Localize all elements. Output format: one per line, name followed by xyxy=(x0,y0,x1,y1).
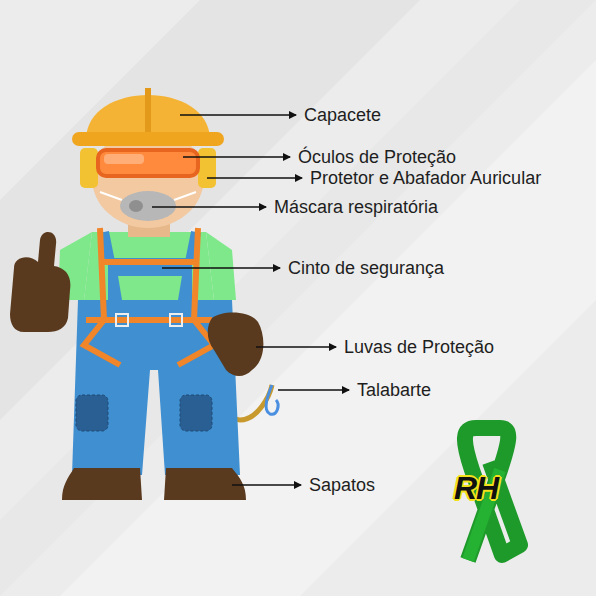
part-label: Óculos de Proteção xyxy=(298,147,456,168)
leader-line xyxy=(278,389,349,391)
part-label: Cinto de segurança xyxy=(288,258,444,279)
knee-pad xyxy=(180,395,212,431)
mask xyxy=(120,191,176,221)
part-label: Sapatos xyxy=(309,475,375,496)
buckle xyxy=(116,314,128,326)
leader-line xyxy=(162,267,280,269)
part-label: Capacete xyxy=(304,105,381,126)
leader-line xyxy=(183,156,290,158)
part-label: Luvas de Proteção xyxy=(344,337,494,358)
boot xyxy=(164,468,246,500)
ear-muff xyxy=(80,148,98,188)
part-label: Máscara respiratória xyxy=(274,197,438,218)
part-label: Protetor e Abafador Auricular xyxy=(310,168,541,189)
sleeve xyxy=(206,232,236,300)
goggles xyxy=(98,150,198,176)
boot xyxy=(62,468,142,500)
leader-line xyxy=(232,484,301,486)
part-label: Talabarte xyxy=(357,380,431,401)
glove xyxy=(10,232,70,332)
leader-line xyxy=(256,346,336,348)
helmet-ridge xyxy=(145,88,151,132)
ear-muff xyxy=(198,148,216,188)
leader-line xyxy=(152,206,266,208)
leader-line xyxy=(180,114,296,116)
pocket xyxy=(118,276,182,300)
worker-figure xyxy=(10,88,278,500)
knee-pad xyxy=(76,395,108,431)
leader-line xyxy=(207,177,302,179)
stripe xyxy=(60,60,596,596)
mask-filter xyxy=(129,200,143,212)
hook xyxy=(266,385,278,414)
helmet-brim xyxy=(72,132,224,146)
goggles-shine xyxy=(104,154,144,164)
glove xyxy=(208,312,264,376)
harness xyxy=(84,228,214,365)
buckle xyxy=(170,314,182,326)
logo-text: RH xyxy=(454,470,498,507)
